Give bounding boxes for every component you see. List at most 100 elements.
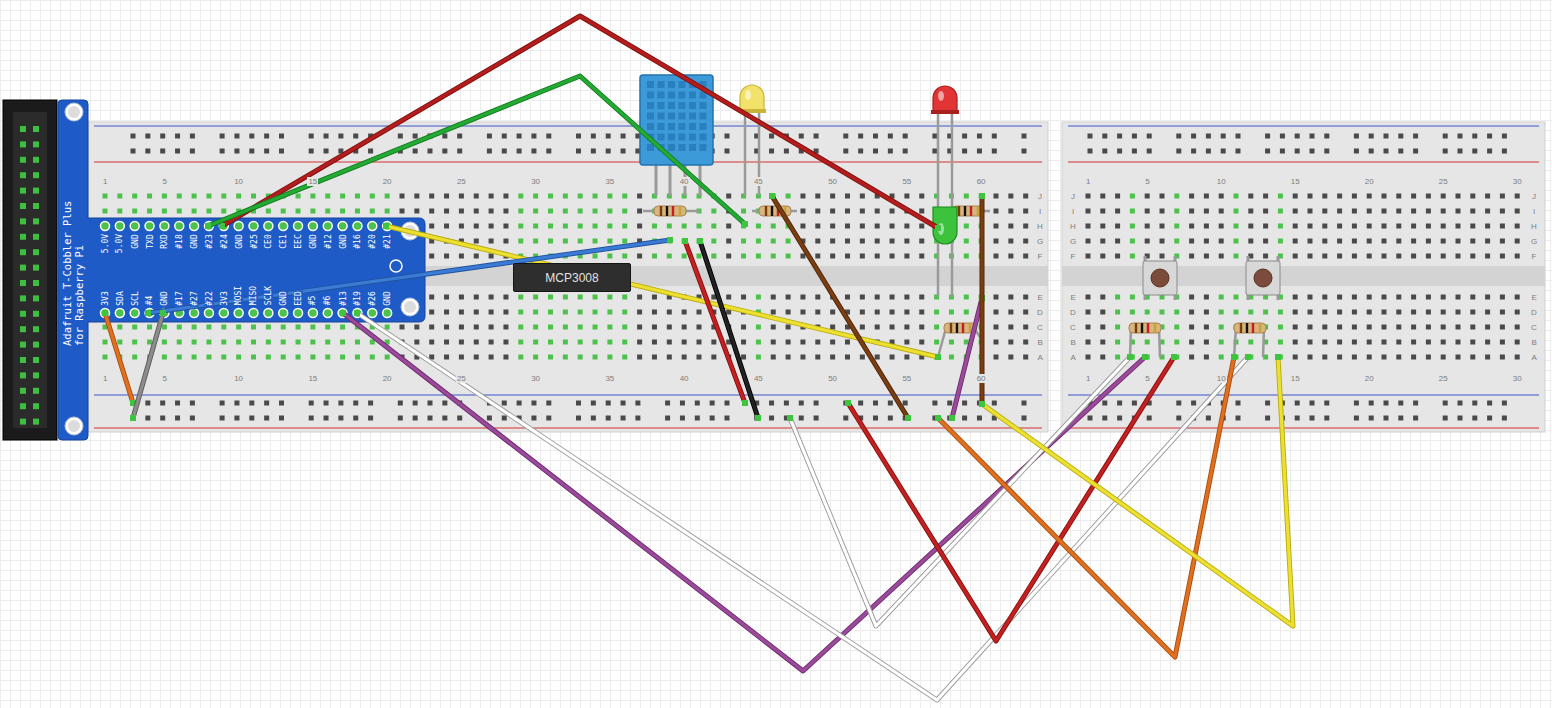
breadboard-hole (964, 224, 969, 229)
breadboard-hole (325, 340, 330, 345)
breadboard-hole (830, 239, 835, 244)
wire-end (769, 193, 775, 199)
breadboard-hole (964, 239, 969, 244)
breadboard-hole (1293, 254, 1298, 259)
pin-name: CE0 (264, 233, 273, 249)
breadboard-hole (517, 401, 522, 406)
breadboard-hole (845, 340, 850, 345)
breadboard-hole (132, 209, 137, 214)
breadboard-hole (769, 134, 774, 139)
breadboard-hole (1204, 295, 1209, 300)
pin-name: TXD (145, 233, 154, 249)
breadboard-hole (756, 254, 761, 259)
breadboard-hole (309, 149, 314, 154)
wire-end (667, 237, 673, 243)
breadboard-hole (593, 254, 598, 259)
breadboard-hole (873, 134, 878, 139)
breadboard-hole (518, 224, 523, 229)
breadboard-hole (578, 310, 583, 315)
breadboard-hole (1369, 416, 1374, 421)
breadboard-hole (1396, 295, 1401, 300)
breadboard-hole (1352, 310, 1357, 315)
breadboard-hole (1130, 254, 1135, 259)
breadboard-hole (117, 194, 122, 199)
breadboard-hole (1008, 325, 1013, 330)
breadboard-hole (1337, 239, 1342, 244)
breadboard-hole (1236, 416, 1241, 421)
push-button (1143, 261, 1177, 295)
breadboard-hole (355, 194, 360, 199)
breadboard-hole (177, 355, 182, 360)
breadboard-hole (800, 355, 805, 360)
cobbler-pin (308, 222, 317, 231)
breadboard-hole (1100, 224, 1105, 229)
breadboard-hole (518, 194, 523, 199)
breadboard-hole (904, 224, 909, 229)
breadboard-hole (860, 325, 865, 330)
breadboard-hole (117, 340, 122, 345)
breadboard-hole (429, 209, 434, 214)
header-pin (33, 419, 39, 425)
breadboard-hole (503, 325, 508, 330)
breadboard-hole (1008, 224, 1013, 229)
breadboard-hole (799, 416, 804, 421)
breadboard-hole (518, 295, 523, 300)
breadboard-hole (1086, 325, 1091, 330)
breadboard-hole (1234, 295, 1239, 300)
rail-line (94, 125, 1042, 126)
breadboard-hole (1236, 149, 1241, 154)
breadboard-hole (711, 209, 716, 214)
breadboard-hole (1086, 310, 1091, 315)
breadboard-hole (637, 254, 642, 259)
sensor-grille (679, 134, 686, 141)
breadboard-hole (1413, 134, 1418, 139)
breadboard-hole (860, 295, 865, 300)
breadboard-hole (1502, 149, 1507, 154)
grid-index: 55 (901, 177, 912, 186)
breadboard-hole (502, 416, 507, 421)
breadboard-hole (145, 134, 150, 139)
button-leg (1247, 295, 1250, 300)
cobbler-pin (338, 222, 347, 231)
breadboard-hole (1470, 340, 1475, 345)
breadboard-hole (1219, 239, 1224, 244)
breadboard-hole (1515, 224, 1520, 229)
pin-name: #26 (368, 290, 377, 306)
breadboard-hole (1382, 295, 1387, 300)
pin-name: #6 (323, 294, 332, 306)
breadboard-hole (1263, 239, 1268, 244)
breadboard-hole (1086, 194, 1091, 199)
breadboard-hole (1426, 340, 1431, 345)
breadboard-hole (769, 401, 774, 406)
breadboard-hole (398, 416, 403, 421)
grid-index: 1 (102, 177, 108, 186)
breadboard-hole (533, 194, 538, 199)
wire (386, 226, 938, 357)
led-highlight (938, 91, 944, 101)
breadboard-hole (799, 134, 804, 139)
ic-chip: MCP3008 (513, 263, 631, 292)
breadboard-hole (1367, 340, 1372, 345)
breadboard-hole (726, 239, 731, 244)
breadboard-hole (1295, 401, 1300, 406)
breadboard-hole (769, 416, 774, 421)
header-pin (20, 295, 26, 301)
breadboard-hole (132, 355, 137, 360)
led-leg (744, 109, 747, 196)
cobbler-pin (204, 309, 213, 318)
wire (772, 196, 908, 418)
breadboard-hole (578, 194, 583, 199)
breadboard-hole (1278, 224, 1283, 229)
breadboard-hole (474, 340, 479, 345)
breadboard-hole (1443, 149, 1448, 154)
breadboard-hole (340, 194, 345, 199)
breadboard-hole (1500, 340, 1505, 345)
breadboard-hole (489, 194, 494, 199)
breadboard-hole (428, 149, 433, 154)
breadboard-hole (145, 401, 150, 406)
header-pin (20, 326, 26, 332)
led-highlight (745, 90, 751, 100)
breadboard-hole (1115, 224, 1120, 229)
breadboard-hole (1515, 209, 1520, 214)
header-pin (20, 419, 26, 425)
